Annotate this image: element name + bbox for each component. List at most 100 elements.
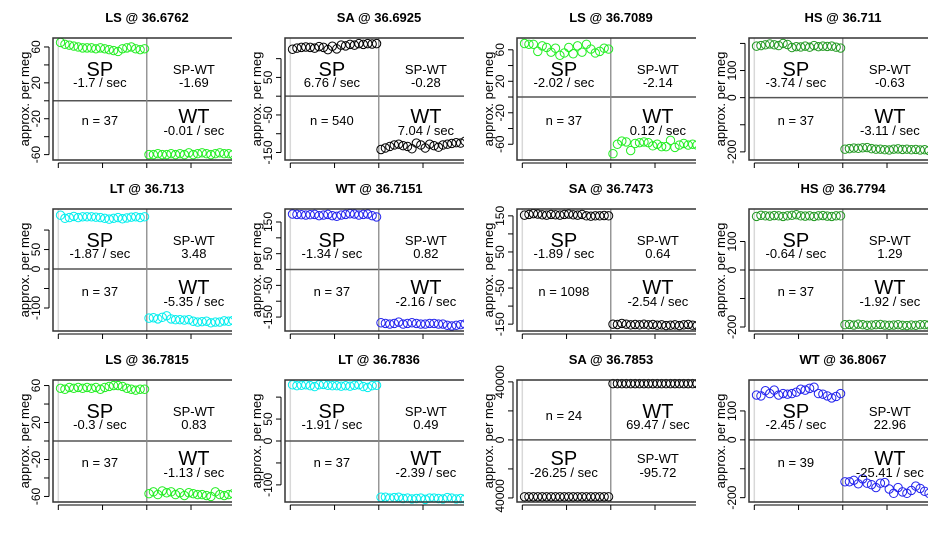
rate-label: -2.16 / sec (395, 293, 457, 309)
sp-point (135, 44, 145, 55)
sp-point (751, 390, 762, 400)
wt-point (670, 142, 680, 153)
sp-point (822, 41, 832, 52)
sp-point (533, 46, 543, 57)
wt-point (157, 149, 167, 160)
wt-point (201, 490, 212, 501)
group-label: WT (178, 106, 210, 129)
sp-point (64, 40, 75, 50)
sp-point (332, 211, 342, 221)
sp-point (572, 210, 583, 220)
wt-point (402, 141, 413, 152)
wt-point (179, 315, 190, 325)
wt-point (875, 478, 886, 488)
wt-point (442, 139, 453, 149)
sp-point (765, 39, 775, 49)
wt-point (652, 139, 662, 149)
group-label: WT (642, 106, 674, 129)
sp-point (60, 384, 70, 394)
x-tick-label: 30 (880, 340, 894, 342)
sp-point (809, 382, 819, 392)
rate-label: -26.25 / sec (529, 464, 598, 480)
diff-value: 0.64 (645, 245, 671, 261)
y-tick-label: -100 (261, 473, 275, 497)
x-tick-label: 20 (372, 511, 386, 513)
x-tick-label: 20 (372, 340, 386, 342)
sp-point (568, 49, 578, 59)
wt-point (665, 135, 676, 146)
wt-point (144, 313, 154, 323)
wt-point (215, 317, 225, 327)
x-tick-label: 10 (560, 169, 574, 171)
sp-point (305, 381, 315, 391)
sp-point (572, 41, 583, 51)
x-tick-label: 40 (461, 340, 464, 342)
group-label: WT (642, 277, 674, 300)
sp-point (603, 492, 614, 502)
x-tick-label: 20 (604, 511, 618, 513)
wt-point (376, 318, 386, 328)
x-tick-label: 10 (792, 169, 806, 171)
sp-point (599, 492, 609, 502)
group-label: WT (178, 448, 210, 471)
sp-point (309, 43, 320, 53)
diff-value: -95.72 (639, 464, 677, 480)
rate-label: -2.45 / sec (765, 416, 827, 432)
x-tick-label: 40 (925, 340, 928, 342)
x-tick-label: 40 (693, 169, 696, 171)
x-tick-label: 0 (519, 169, 526, 171)
sp-point (599, 43, 609, 53)
x-tick-label: 10 (96, 169, 110, 171)
wt-point (679, 138, 689, 149)
rate-label: -1.13 / sec (163, 464, 225, 480)
x-tick-label: 0 (287, 169, 294, 171)
wt-point (157, 486, 167, 496)
sp-point (95, 43, 106, 53)
sp-point (599, 210, 609, 221)
wt-point (219, 490, 229, 501)
sp-point (773, 390, 784, 400)
n-count-label: n = 1098 (538, 284, 590, 300)
sp-point (371, 212, 382, 222)
x-tick-label: 20 (836, 340, 850, 342)
sp-point (804, 383, 815, 394)
chart-title: SA @ 36.6925 (336, 10, 422, 25)
sp-point (603, 44, 614, 54)
wt-point (389, 140, 399, 150)
x-tick-label: 30 (184, 340, 198, 342)
sp-point (323, 209, 333, 220)
diff-label: SP-WT (868, 232, 911, 248)
n-count-label: n = 39 (777, 455, 815, 471)
diff-value: 0.83 (181, 416, 207, 432)
diff-label: SP-WT (636, 232, 679, 248)
wt-point (692, 379, 696, 389)
wt-point (385, 319, 395, 329)
x-tick-label: 10 (328, 169, 342, 171)
wt-point (438, 494, 448, 504)
y-tick-label: 0 (725, 266, 739, 273)
sp-point (73, 212, 83, 223)
sp-point (82, 43, 92, 53)
sp-point (782, 389, 793, 399)
rate-label: -2.39 / sec (395, 464, 457, 480)
wt-point (857, 143, 868, 153)
sp-point (314, 41, 324, 52)
sp-point (831, 211, 841, 221)
sp-point (309, 381, 320, 392)
n-count-label: n = 37 (313, 455, 351, 471)
plot-area: 50-50-150010203040 (261, 37, 464, 171)
wt-point (862, 142, 872, 153)
x-tick-label: 10 (792, 511, 806, 513)
group-label: WT (410, 106, 442, 129)
wt-point (438, 319, 448, 329)
rate-label: -2.02 / sec (533, 74, 595, 90)
wt-point (875, 319, 886, 330)
n-count-label: n = 24 (545, 407, 583, 423)
diff-value: -2.14 (643, 74, 673, 90)
n-count-label: n = 37 (545, 113, 583, 129)
sp-point (122, 213, 132, 223)
